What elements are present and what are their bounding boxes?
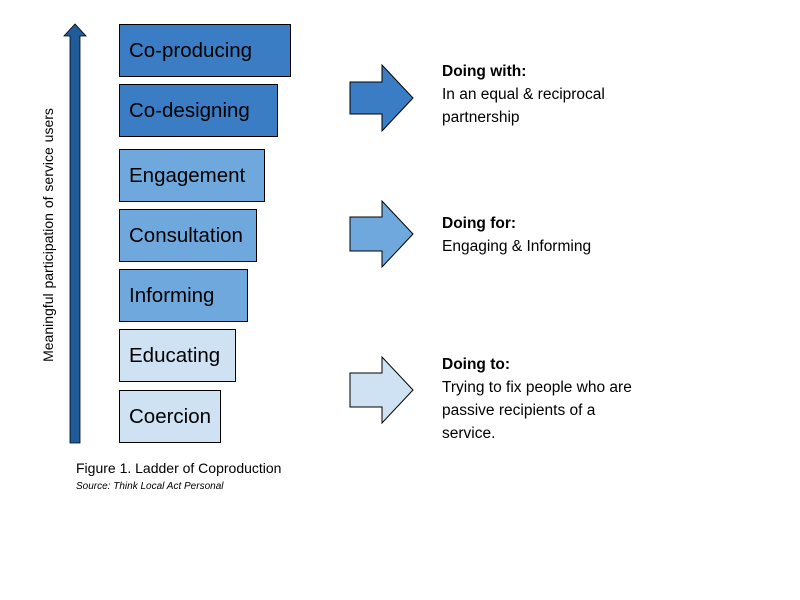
rung-co-designing: Co-designing [119, 84, 278, 137]
figure-caption: Figure 1. Ladder of Coproduction [76, 460, 282, 476]
rung-label: Informing [129, 283, 215, 307]
group-line: partnership [442, 109, 520, 126]
rung-engagement: Engagement [119, 149, 265, 202]
group-doing-for: Doing for: Engaging & Informing [442, 212, 742, 258]
doing-to-arrow-icon [349, 355, 414, 425]
rung-label: Co-designing [129, 98, 250, 122]
group-line: In an equal & reciprocal [442, 86, 605, 103]
rung-label: Coercion [129, 404, 212, 428]
group-doing-with: Doing with: In an equal & reciprocal par… [442, 60, 742, 129]
rung-label: Educating [129, 343, 221, 367]
group-line: service. [442, 425, 496, 442]
rung-informing: Informing [119, 269, 248, 322]
axis-label: Meaningful participation of service user… [40, 108, 56, 362]
group-line: Trying to fix people who are [442, 379, 632, 396]
rung-coercion: Coercion [119, 390, 221, 443]
rung-label: Co-producing [129, 38, 253, 62]
rung-label: Consultation [129, 223, 243, 247]
group-heading: Doing for: [442, 215, 517, 232]
rung-educating: Educating [119, 329, 236, 382]
group-heading: Doing with: [442, 63, 527, 80]
figure-source: Source: Think Local Act Personal [76, 481, 224, 492]
rung-label: Engagement [129, 163, 246, 187]
participation-axis-arrow-icon [63, 23, 87, 444]
group-line: passive recipients of a [442, 402, 596, 419]
doing-with-arrow-icon [349, 63, 414, 133]
rung-co-producing: Co-producing [119, 24, 291, 77]
group-line: Engaging & Informing [442, 238, 592, 255]
rung-consultation: Consultation [119, 209, 257, 262]
doing-for-arrow-icon [349, 199, 414, 269]
group-heading: Doing to: [442, 356, 511, 373]
group-doing-to: Doing to: Trying to fix people who are p… [442, 353, 742, 445]
